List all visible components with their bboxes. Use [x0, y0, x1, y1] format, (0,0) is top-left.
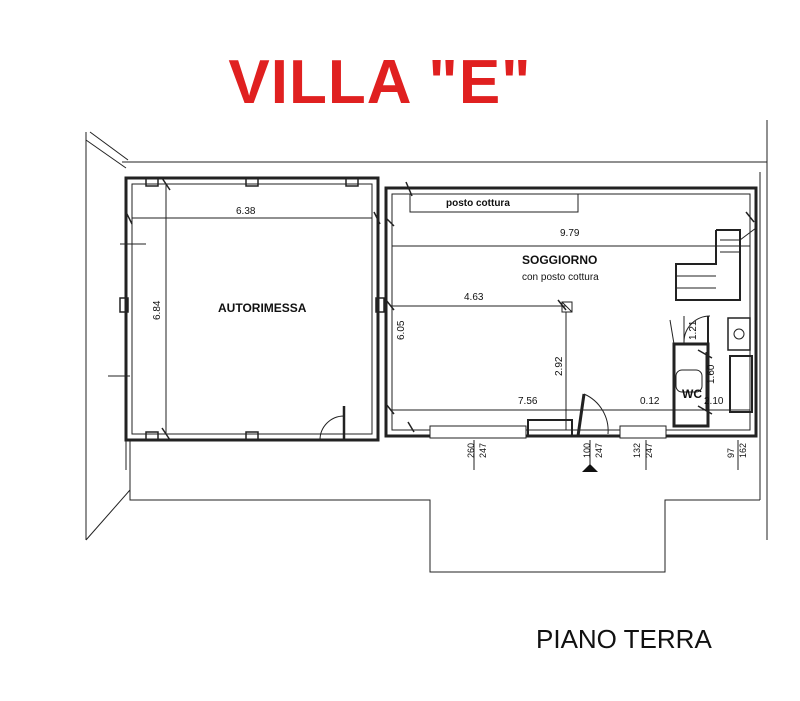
dim-label-bath-width: 2.10 — [704, 396, 724, 407]
dim-label-garage-depth: 6.84 — [152, 300, 163, 320]
dim-label-gap: 0.12 — [640, 396, 660, 407]
dim-label-living-partial: 2.92 — [554, 356, 565, 376]
washbasin — [727, 317, 751, 351]
room-label-wc: WC — [682, 387, 702, 401]
dim-label-bath-depth: 1.60 — [706, 364, 717, 384]
label-kitchen-strip: posto cottura — [446, 198, 510, 209]
floor-label: PIANO TERRA — [536, 624, 712, 654]
site-line-left — [85, 139, 127, 169]
opening-label-w3-b: 162 — [738, 443, 748, 458]
chimney — [561, 301, 573, 313]
wc-room — [672, 342, 710, 428]
kitchen-strip — [409, 193, 579, 213]
dim-label-living-depth: 6.05 — [396, 320, 407, 340]
opening-label-w1-b: 247 — [478, 443, 488, 458]
dim-label-living-width: 9.79 — [560, 228, 580, 239]
opening-label-w2-a: 132 — [632, 443, 642, 458]
opening-label-w1-a: 260 — [466, 443, 476, 458]
opening-label-w2-b: 247 — [644, 443, 654, 458]
dim-label-stair-gap: 1.21 — [688, 320, 699, 340]
opening-label-door-a: 100 — [582, 443, 592, 458]
entry-door — [576, 393, 586, 437]
room-sublabel-living: con posto cottura — [522, 272, 599, 283]
wc-toilet — [675, 369, 703, 393]
dim-label-garage-width: 6.38 — [236, 206, 256, 217]
page-title: VILLA "E" — [228, 48, 532, 117]
shower — [729, 355, 753, 413]
opening-label-door-b: 247 — [594, 443, 604, 458]
dim-label-living-inner: 4.63 — [464, 292, 484, 303]
terrace-outline — [129, 490, 760, 573]
entry-arrow — [582, 464, 598, 472]
stair — [675, 229, 741, 301]
garage-door — [319, 415, 345, 441]
opening-label-w3-a: 97 — [726, 448, 736, 458]
dim-label-living-front: 7.56 — [518, 396, 538, 407]
room-label-living: SOGGIORNO — [522, 253, 597, 267]
room-label-garage: AUTORIMESSA — [218, 301, 307, 315]
